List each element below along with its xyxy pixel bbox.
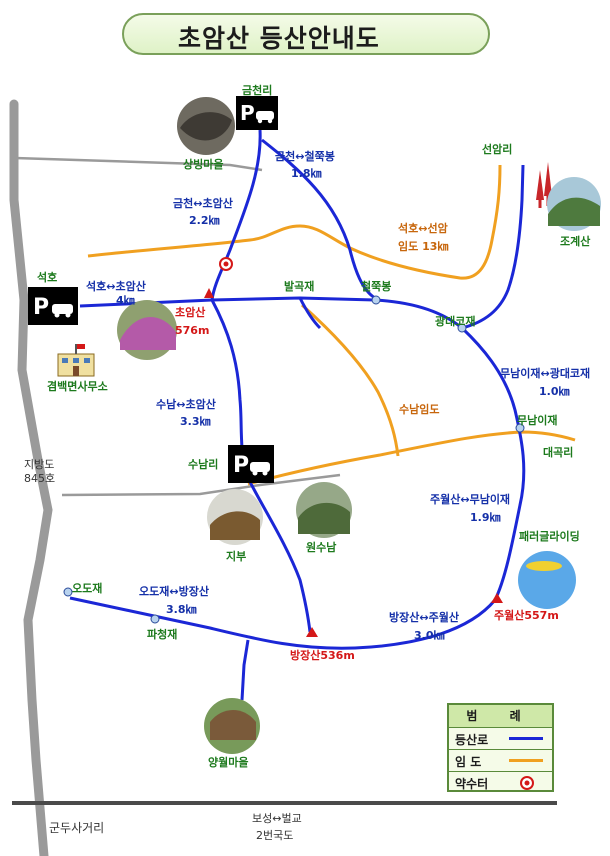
road-north bbox=[14, 156, 263, 172]
place-label: 지부 bbox=[226, 550, 247, 563]
trail-balgojae-spur bbox=[298, 297, 322, 330]
pass-label: 오도재 bbox=[72, 582, 103, 595]
pass-marker-pacheongjae bbox=[150, 614, 160, 624]
place-label: 대곡리 bbox=[543, 446, 574, 459]
photo-paragliding bbox=[518, 551, 576, 609]
summit-layer bbox=[204, 288, 503, 637]
pass-label: 무남이재 bbox=[517, 414, 558, 427]
route-name: 오도재↔방장산 bbox=[139, 585, 209, 598]
pass-label: 광대코재 bbox=[435, 315, 476, 328]
pass-label: 철쭉봉 bbox=[361, 280, 392, 293]
svg-text:P: P bbox=[233, 453, 249, 478]
route-distance: 4㎞ bbox=[116, 294, 135, 307]
forest-road-sunam bbox=[301, 303, 400, 457]
place-label: 2번국도 bbox=[256, 829, 294, 842]
pass-marker-munamije bbox=[515, 423, 525, 433]
legend-title: 범 례 bbox=[449, 705, 552, 728]
summit-triangle-icon bbox=[491, 593, 503, 603]
forest-road-label: 석호↔선암 bbox=[398, 222, 448, 235]
route-name: 금천↔철쭉봉 bbox=[275, 150, 335, 163]
place-label: 선암리 bbox=[482, 143, 513, 156]
pass-label: 발곡재 bbox=[284, 280, 315, 293]
summit-triangle-icon bbox=[306, 627, 318, 637]
trail-yangwol bbox=[240, 639, 250, 701]
trail-geumcheon-choamsan bbox=[210, 129, 262, 301]
forest-road-swatch-icon bbox=[509, 759, 543, 762]
route-distance: 3.8㎞ bbox=[166, 603, 197, 616]
place-label: 보성↔벌교 bbox=[252, 812, 302, 825]
legend-label: 임 도 bbox=[455, 755, 482, 769]
title-banner bbox=[122, 13, 490, 55]
route-name: 주월산↔무남이재 bbox=[430, 493, 511, 506]
legend-label: 등산로 bbox=[455, 733, 489, 747]
summit-triangle-icon bbox=[204, 288, 214, 298]
place-label: 석호 bbox=[37, 271, 58, 284]
forest-road-label: 수남임도 bbox=[399, 403, 440, 416]
trail-sunam-choamsan bbox=[210, 299, 246, 471]
route-distance: 3.3㎞ bbox=[180, 415, 211, 428]
route-name: 석호↔초암산 bbox=[86, 280, 146, 293]
pass-marker-gwangdaekojae bbox=[457, 323, 467, 333]
village-photo-icon bbox=[117, 97, 601, 754]
route-distance: 1.0㎞ bbox=[539, 385, 570, 398]
place-label: 패러글라이딩 bbox=[519, 530, 580, 543]
route-distance: 2.2㎞ bbox=[189, 214, 220, 227]
parking-car-icon: P bbox=[236, 96, 278, 130]
legend-label: 약수터 bbox=[455, 777, 489, 791]
parking-car-icon: P bbox=[28, 287, 78, 325]
forest-road-label: 임도 13㎞ bbox=[398, 240, 449, 253]
place-label: 금천리 bbox=[242, 84, 273, 97]
trail-gwangdaekojae-north bbox=[461, 164, 525, 330]
route-name: 금천↔초암산 bbox=[173, 197, 233, 210]
trail-geumcheon-cheolcheukbong bbox=[261, 138, 376, 300]
place-label: 군두사거리 bbox=[49, 821, 105, 835]
peak-label: 방장산536m bbox=[290, 649, 355, 662]
spring-target-icon bbox=[520, 776, 534, 790]
road-west-highway bbox=[9, 99, 53, 856]
legend-row-forest-road: 임 도 bbox=[449, 750, 552, 772]
map-legend: 범 례 등산로 임 도 약수터 bbox=[447, 703, 554, 792]
route-distance: 1.9㎞ bbox=[470, 511, 501, 524]
peak-height: 576m bbox=[175, 324, 210, 337]
route-name: 방장산↔주월산 bbox=[389, 611, 459, 624]
legend-row-spring: 약수터 bbox=[449, 772, 552, 793]
route-distance: 1.8㎞ bbox=[291, 167, 322, 180]
place-label: 조계산 bbox=[560, 235, 591, 248]
township-office-icon bbox=[57, 344, 95, 377]
place-label: 수남리 bbox=[188, 458, 219, 471]
place-label: 상빙마을 bbox=[183, 158, 224, 171]
forest-road-daegok bbox=[247, 430, 576, 486]
route-name: 무남이재↔광대코재 bbox=[500, 367, 591, 380]
peak-label: 초암산 bbox=[175, 306, 206, 319]
pass-label: 파청재 bbox=[147, 628, 178, 641]
route-name: 수남↔초암산 bbox=[156, 398, 216, 411]
place-label: 원수남 bbox=[306, 541, 337, 554]
page-title: 초암산 등산안내도 bbox=[178, 24, 380, 53]
pass-marker-layer bbox=[63, 295, 525, 624]
pass-marker-cheolcheukbong bbox=[371, 295, 381, 305]
svg-text:P: P bbox=[33, 295, 49, 320]
road-local-845 bbox=[61, 473, 341, 497]
place-label: 양월마을 bbox=[208, 756, 249, 769]
svg-text:P: P bbox=[240, 101, 255, 125]
pass-marker-odojae bbox=[63, 587, 73, 597]
route-distance: 3.0㎞ bbox=[414, 629, 445, 642]
parking-car-icon: P bbox=[228, 445, 274, 483]
place-label: 지방도 bbox=[24, 458, 55, 471]
trail-swatch-icon bbox=[509, 737, 543, 740]
legend-row-trail: 등산로 bbox=[449, 728, 552, 750]
peak-label: 주월산557m bbox=[494, 609, 559, 622]
place-label: 845호 bbox=[24, 472, 56, 485]
place-label: 겸백면사무소 bbox=[47, 380, 108, 393]
trail-sunam-bangjangsan bbox=[242, 469, 312, 633]
spring-target-icon bbox=[219, 257, 233, 271]
